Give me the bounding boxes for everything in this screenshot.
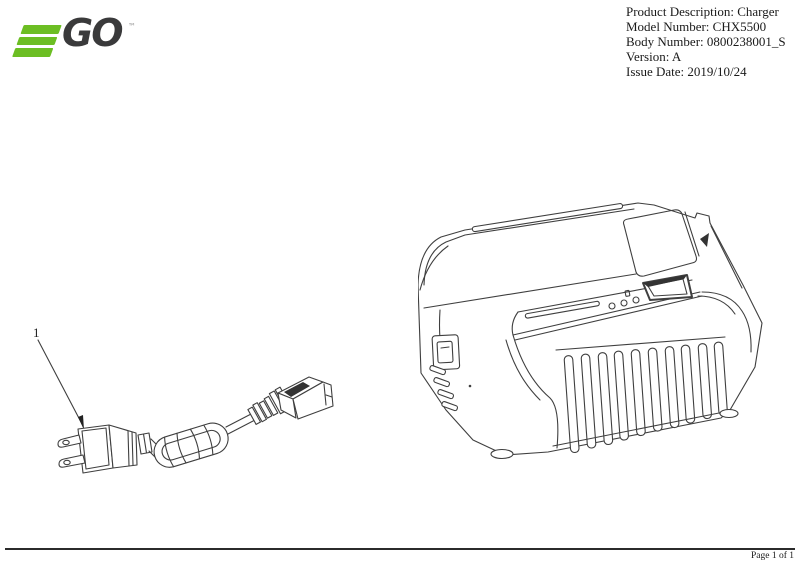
product-info-block: Product Description: Charger Model Numbe… <box>626 4 786 80</box>
back-rim-groove <box>471 203 624 233</box>
logo-bar-icon <box>12 48 54 57</box>
screw-dot <box>468 384 472 388</box>
callout-1-label: 1 <box>33 325 40 340</box>
us-plug-drawing <box>57 424 138 474</box>
rubber-foot <box>490 448 514 460</box>
product-description-line: Product Description: Charger <box>626 4 779 19</box>
power-cord-drawing: 1 <box>33 325 334 474</box>
band-slot <box>524 300 600 319</box>
battery-icon <box>624 289 631 297</box>
model-number-line: Model Number: CHX5500 <box>626 18 767 34</box>
logo-bar-icon <box>16 36 58 45</box>
charger-drawing <box>418 202 763 460</box>
callout-1-leader-line <box>37 339 83 425</box>
logo-bar-icon <box>20 25 62 34</box>
version-line: Version: A <box>626 48 682 64</box>
trademark-symbol: ™ <box>128 22 136 31</box>
battery-slot-recess <box>642 274 693 301</box>
issue-date-line: Issue Date: 2019/10/24 <box>626 63 747 79</box>
power-inlet <box>431 334 461 371</box>
battery-port-panel <box>622 209 698 277</box>
ego-logo: GO ™ <box>12 14 140 59</box>
led-indicator-2 <box>620 299 628 307</box>
cooling-fins <box>563 341 728 454</box>
ego-logo-e-bars-icon <box>12 25 62 57</box>
callout-1-arrowhead-icon <box>78 415 84 430</box>
led-indicator-1 <box>608 302 616 310</box>
iec-connector-drawing <box>277 376 334 420</box>
rubber-foot <box>719 408 739 419</box>
cord-loop-drawing <box>153 422 229 468</box>
edge-shadow-wedge <box>700 233 709 247</box>
body-number-line: Body Number: 0800238001_S <box>626 33 786 49</box>
logo-go-text: GO <box>62 11 123 55</box>
page-number: Page 1 of 1 <box>750 551 794 561</box>
footer-rule <box>5 548 795 550</box>
side-vent-slats <box>429 365 459 412</box>
led-indicator-3 <box>632 296 640 304</box>
